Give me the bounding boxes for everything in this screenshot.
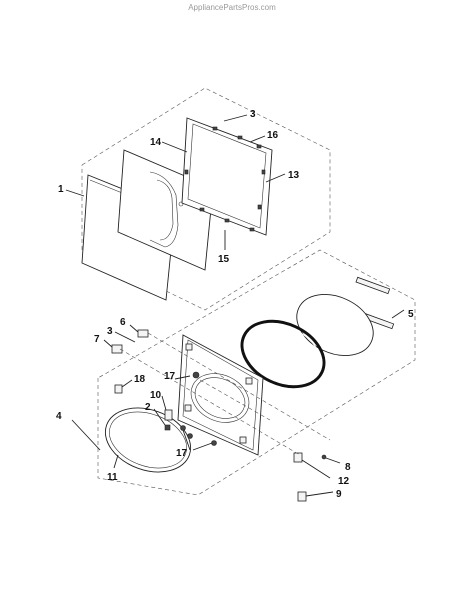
window-gasket — [240, 319, 326, 389]
hinge-9 — [297, 491, 307, 502]
callout-3-top: 3 — [250, 109, 256, 120]
screw-17-top — [192, 371, 200, 379]
callout-17-top: 17 — [164, 371, 176, 382]
callout-5: 5 — [408, 309, 414, 320]
callout-1: 1 — [58, 184, 64, 195]
callout-16: 16 — [267, 130, 279, 141]
hinge-bracket-7 — [111, 344, 123, 354]
upper-assembly — [65, 87, 331, 311]
callout-15: 15 — [218, 254, 230, 265]
latch-10 — [164, 409, 173, 421]
hinge-strips — [355, 276, 395, 330]
callout-2: 2 — [145, 402, 151, 413]
callout-9: 9 — [336, 489, 342, 500]
glass-window — [296, 294, 374, 356]
callout-17-bottom: 17 — [176, 448, 188, 459]
inner-door-frame — [177, 334, 264, 456]
callout-3-left: 3 — [107, 326, 113, 337]
callout-4: 4 — [56, 411, 62, 422]
callout-7: 7 — [94, 334, 100, 345]
callout-6: 6 — [120, 317, 126, 328]
callout-11: 11 — [107, 472, 118, 483]
callout-18: 18 — [134, 374, 146, 385]
hinge-bracket-6 — [137, 329, 149, 338]
hinge-12 — [293, 452, 303, 463]
callout-12: 12 — [338, 476, 350, 487]
callout-labels: 1 14 3 16 13 15 5 6 3 7 17 18 10 2 4 17 … — [56, 109, 414, 500]
callout-14: 14 — [150, 137, 162, 148]
outer-bezel-ring — [104, 407, 192, 473]
screw-2 — [164, 424, 171, 431]
watermark-text: AppliancePartsPros.com — [188, 3, 276, 12]
callout-10: 10 — [150, 390, 162, 401]
lower-assembly — [71, 249, 416, 502]
rear-trim-frame — [181, 117, 273, 236]
catch-18 — [114, 384, 123, 394]
hardware-parts — [111, 329, 327, 502]
callout-8: 8 — [345, 462, 351, 473]
screw-8 — [321, 454, 327, 460]
callout-13: 13 — [288, 170, 300, 181]
